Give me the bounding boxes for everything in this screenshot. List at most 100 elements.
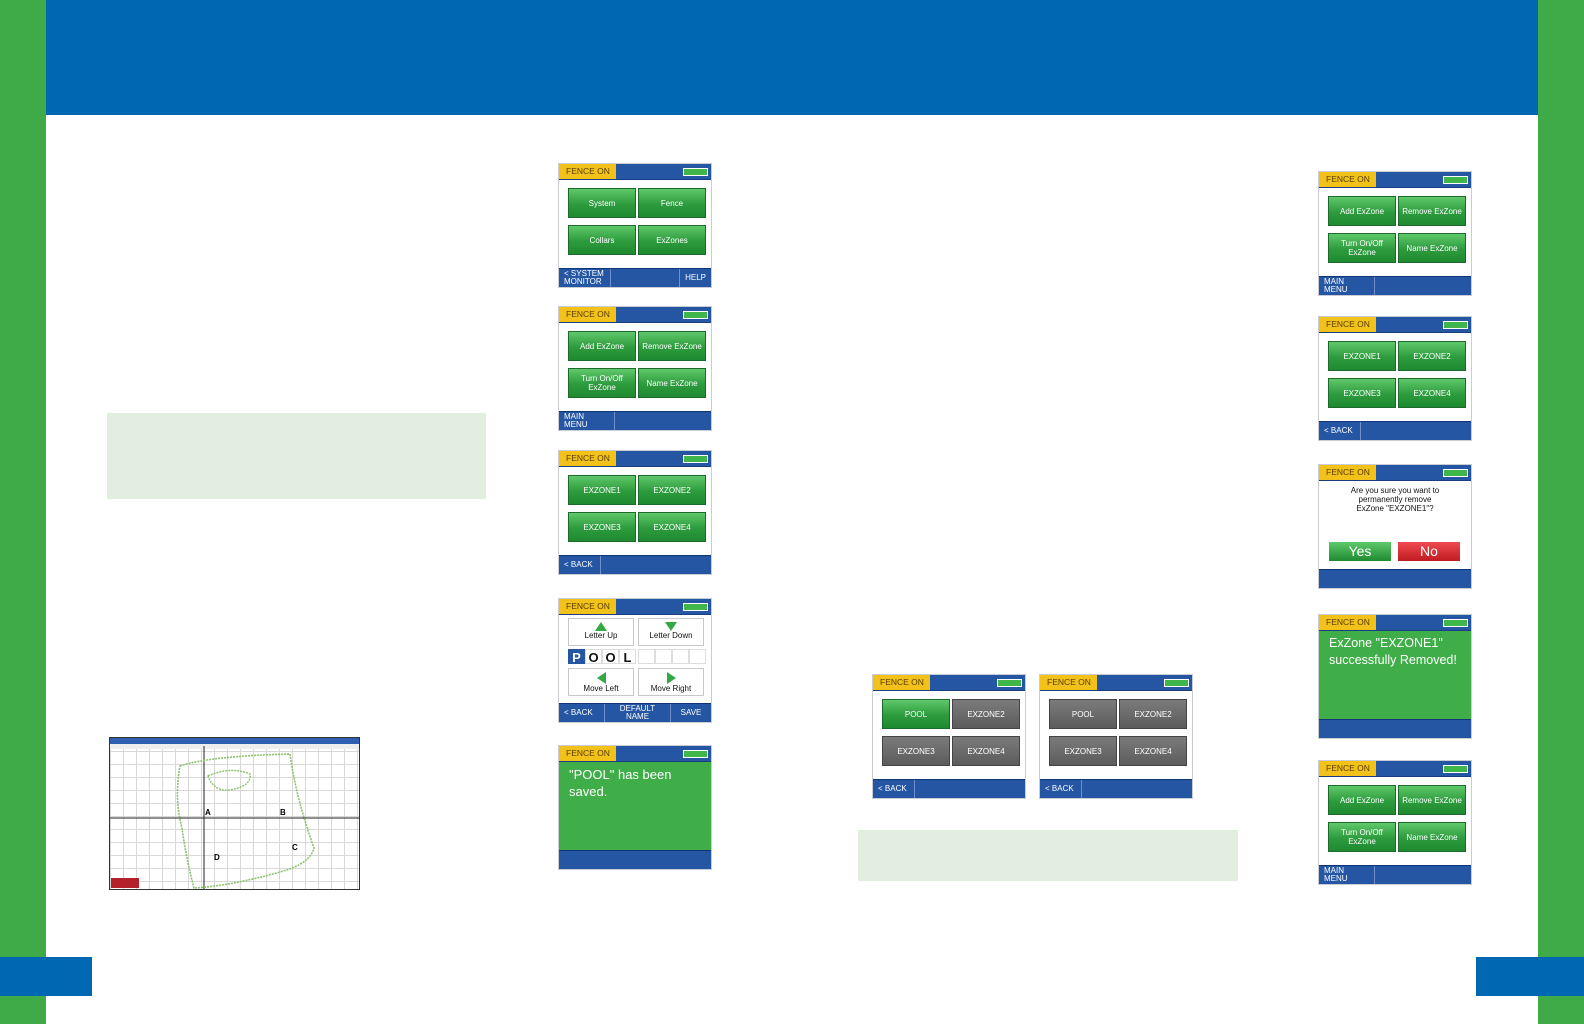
fence-on-badge: FENCE ON [873,675,930,690]
letter-slot-8[interactable] [689,649,706,664]
map-point-a: A [205,808,211,817]
turn-on-off-exzone-button[interactable]: Turn On/Off ExZone [568,368,636,398]
status-bar: FENCE ON [873,675,1025,691]
exzones-button[interactable]: ExZones [638,225,706,255]
letter-slot-6[interactable] [655,649,672,664]
letter-slot-3[interactable]: O [602,649,619,665]
save-button[interactable]: SAVE [680,708,702,717]
battery-icon [683,455,708,463]
name-exzone-button[interactable]: Name ExZone [1398,233,1466,263]
screen-exzone-list-right: FENCE ON EXZONE1 EXZONE2 EXZONE3 EXZONE4… [1318,316,1472,441]
remove-exzone-button[interactable]: Remove ExZone [1398,785,1466,815]
exzone3-button[interactable]: EXZONE3 [1049,736,1117,766]
arrow-up-icon [595,622,607,631]
yes-button[interactable]: Yes [1329,542,1391,561]
confirm-question: Are you sure you want to permanently rem… [1350,486,1440,513]
main-menu-button[interactable]: MAIN MENU [1319,277,1375,295]
add-exzone-button[interactable]: Add ExZone [1328,785,1396,815]
turn-on-off-exzone-button[interactable]: Turn On/Off ExZone [1328,233,1396,263]
back-button[interactable]: < BACK [1319,422,1361,440]
screen-saved: FENCE ON "POOL" has been saved. [558,745,712,870]
back-button[interactable]: < BACK [873,780,915,798]
map-point-b: B [280,808,286,817]
letter-slot-2[interactable]: O [585,649,602,665]
arrow-left-icon [596,672,606,684]
exzone4-button[interactable]: EXZONE4 [952,736,1020,766]
main-menu-button[interactable]: MAIN MENU [1319,866,1375,884]
help-button[interactable]: HELP [685,273,706,282]
system-monitor-button[interactable]: < SYSTEM MONITOR [559,269,611,287]
exzone3-button[interactable]: EXZONE3 [1328,378,1396,408]
exzone2-button[interactable]: EXZONE2 [638,475,706,505]
battery-icon [683,603,708,611]
default-name-button[interactable]: DEFAULT NAME [605,704,671,722]
saved-message: "POOL" has been saved. [559,762,711,850]
status-bar: FENCE ON [559,164,711,180]
battery-icon [1443,176,1468,184]
fence-on-badge: FENCE ON [1319,465,1376,480]
battery-icon [997,679,1022,687]
no-button[interactable]: No [1398,542,1460,561]
collars-button[interactable]: Collars [568,225,636,255]
move-left-button[interactable]: Move Left [568,668,634,696]
status-bar: FENCE ON [1040,675,1192,691]
move-right-button[interactable]: Move Right [638,668,704,696]
letter-down-button[interactable]: Letter Down [638,618,704,646]
status-bar: FENCE ON [559,451,711,467]
exzone4-button[interactable]: EXZONE4 [1398,378,1466,408]
pool-button[interactable]: POOL [1049,699,1117,729]
back-button[interactable]: < BACK [1040,780,1082,798]
letter-slot-5[interactable] [638,649,655,664]
fence-on-badge: FENCE ON [1319,761,1376,776]
status-bar: FENCE ON [559,599,711,615]
letter-slot-7[interactable] [672,649,689,664]
back-button[interactable]: < BACK [559,556,601,574]
exzone2-button[interactable]: EXZONE2 [1119,699,1187,729]
status-bar: FENCE ON [1319,317,1471,333]
battery-icon [1443,619,1468,627]
exzone1-button[interactable]: EXZONE1 [568,475,636,505]
name-exzone-button[interactable]: Name ExZone [638,368,706,398]
map-point-c: C [292,843,298,852]
exzone4-button[interactable]: EXZONE4 [1119,736,1187,766]
letter-up-button[interactable]: Letter Up [568,618,634,646]
fence-on-badge: FENCE ON [1319,172,1376,187]
main-menu-button[interactable]: MAIN MENU [559,412,615,430]
page-tab-left [0,957,92,996]
brand-logo [111,878,139,888]
exzone4-button[interactable]: EXZONE4 [638,512,706,542]
status-bar: FENCE ON [1319,465,1471,481]
add-exzone-button[interactable]: Add ExZone [1328,196,1396,226]
fence-on-badge: FENCE ON [1319,317,1376,332]
screen-name-editor: FENCE ON Letter Up Letter Down P O O L M… [558,598,712,723]
screen-exzone-menu-right: FENCE ON Add ExZone Remove ExZone Turn O… [1318,171,1472,296]
letter-slot-4[interactable]: L [619,649,636,665]
exzone2-button[interactable]: EXZONE2 [952,699,1020,729]
fence-on-badge: FENCE ON [559,451,616,466]
system-button[interactable]: System [568,188,636,218]
remove-exzone-button[interactable]: Remove ExZone [1398,196,1466,226]
battery-icon [1443,469,1468,477]
fence-button[interactable]: Fence [638,188,706,218]
pool-button[interactable]: POOL [882,699,950,729]
turn-on-off-exzone-button[interactable]: Turn On/Off ExZone [1328,822,1396,852]
remove-exzone-button[interactable]: Remove ExZone [638,331,706,361]
back-button[interactable]: < BACK [559,704,605,722]
screen-exzone-menu: FENCE ON Add ExZone Remove ExZone Turn O… [558,306,712,431]
screen-pool-list-selected: FENCE ON POOL EXZONE2 EXZONE3 EXZONE4 < … [872,674,1026,799]
exzone3-button[interactable]: EXZONE3 [882,736,950,766]
name-exzone-button[interactable]: Name ExZone [1398,822,1466,852]
letter-slot-1[interactable]: P [568,649,585,665]
map-titlebar [110,738,359,744]
exzone2-button[interactable]: EXZONE2 [1398,341,1466,371]
exzone3-button[interactable]: EXZONE3 [568,512,636,542]
fence-on-badge: FENCE ON [559,599,616,614]
add-exzone-button[interactable]: Add ExZone [568,331,636,361]
exzone1-button[interactable]: EXZONE1 [1328,341,1396,371]
status-bar: FENCE ON [1319,615,1471,631]
fence-on-badge: FENCE ON [1319,615,1376,630]
fence-map-screenshot: A B C D [109,737,360,890]
arrow-down-icon [665,622,677,631]
battery-icon [1443,765,1468,773]
screen-exzone-list: FENCE ON EXZONE1 EXZONE2 EXZONE3 EXZONE4… [558,450,712,575]
